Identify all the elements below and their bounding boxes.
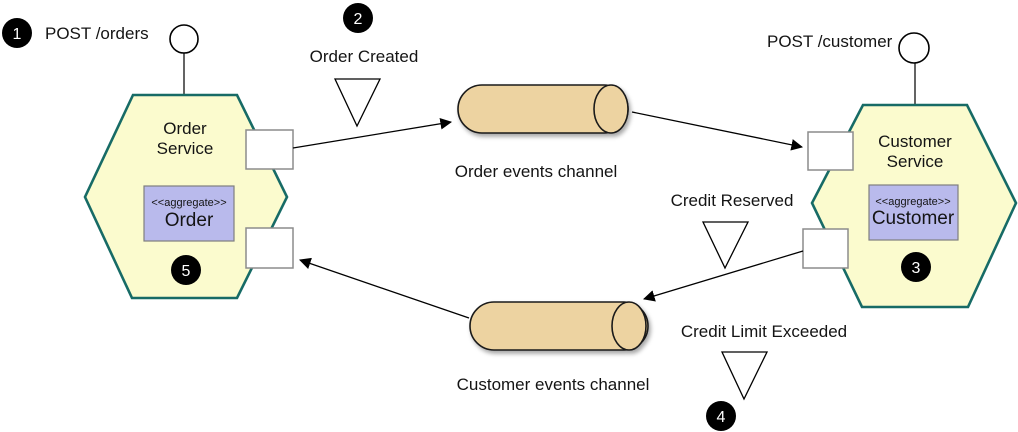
order-service-port-top [245,129,294,170]
customer-events-channel: Customer events channel [457,301,650,394]
step-badge-1 [2,18,32,48]
customer-aggregate-stereotype: <<aggregate>> [875,196,950,208]
arrow-order-to-order-channel [292,117,453,149]
step-badge-3 [901,252,931,282]
credit-limit-exceeded-event-marker-icon [720,351,769,401]
customer-aggregate-box [868,184,959,241]
credit-limit-exceeded-label: Credit Limit Exceeded [681,322,847,341]
order-events-channel-cylinder-cap [593,84,629,134]
order-aggregate-stereotype: <<aggregate>> [151,197,226,209]
order-service-port-bottom [245,227,294,269]
credit-reserved-label: Credit Reserved [671,191,794,210]
arrow-customer-to-customer-channel [643,250,804,302]
step-badge-4 [706,401,736,431]
order-aggregate-box [143,185,235,242]
order-events-channel: Order events channel [455,84,629,181]
arrow-customer-channel-to-order [299,257,470,319]
order-created-label: Order Created [310,47,419,66]
customer-service-port-bottom [802,228,849,269]
order-created-event-marker-icon [333,78,382,128]
customer-service-port-top [807,131,854,171]
step-badge-1-number: 1 [13,26,22,43]
customer-service: Customer Service <<aggregate>> Customer … [802,32,1018,309]
order-lollipop-endpoint-icon [169,24,199,54]
customer-events-channel-label: Customer events channel [457,375,650,394]
step-badge-5-number: 5 [182,263,191,280]
customer-service-name-line2: Service [887,152,944,171]
credit-reserved-event-marker-icon [701,221,750,270]
post-customer-label: POST /customer [767,32,893,51]
order-aggregate-name: Order [165,210,214,231]
order-service-name-line1: Order [163,119,207,138]
customer-events-channel-cylinder [469,301,649,351]
arrow-order-channel-to-customer [631,111,804,151]
order-service: Order Service <<aggregate>> Order 5 [83,24,294,300]
customer-events-channel-cylinder-cap [611,301,647,351]
customer-service-name-line1: Customer [878,132,952,151]
step-badge-2-number: 2 [354,11,363,28]
credit-reserved-event: Credit Reserved [671,191,794,270]
order-created-event: 2 Order Created [310,3,419,128]
step-badge-4-number: 4 [717,409,726,426]
step-badge-3-number: 3 [912,260,921,277]
step-badge-2 [343,3,373,33]
customer-aggregate-name: Customer [872,208,955,229]
step-1-annotation: 1 POST /orders [2,18,149,48]
credit-limit-exceeded-event: Credit Limit Exceeded 4 [681,322,847,431]
order-events-channel-label: Order events channel [455,162,618,181]
post-orders-label: POST /orders [45,24,149,43]
step-badge-5 [171,255,201,285]
customer-lollipop-endpoint-icon [898,32,930,64]
order-service-name-line2: Service [157,139,214,158]
